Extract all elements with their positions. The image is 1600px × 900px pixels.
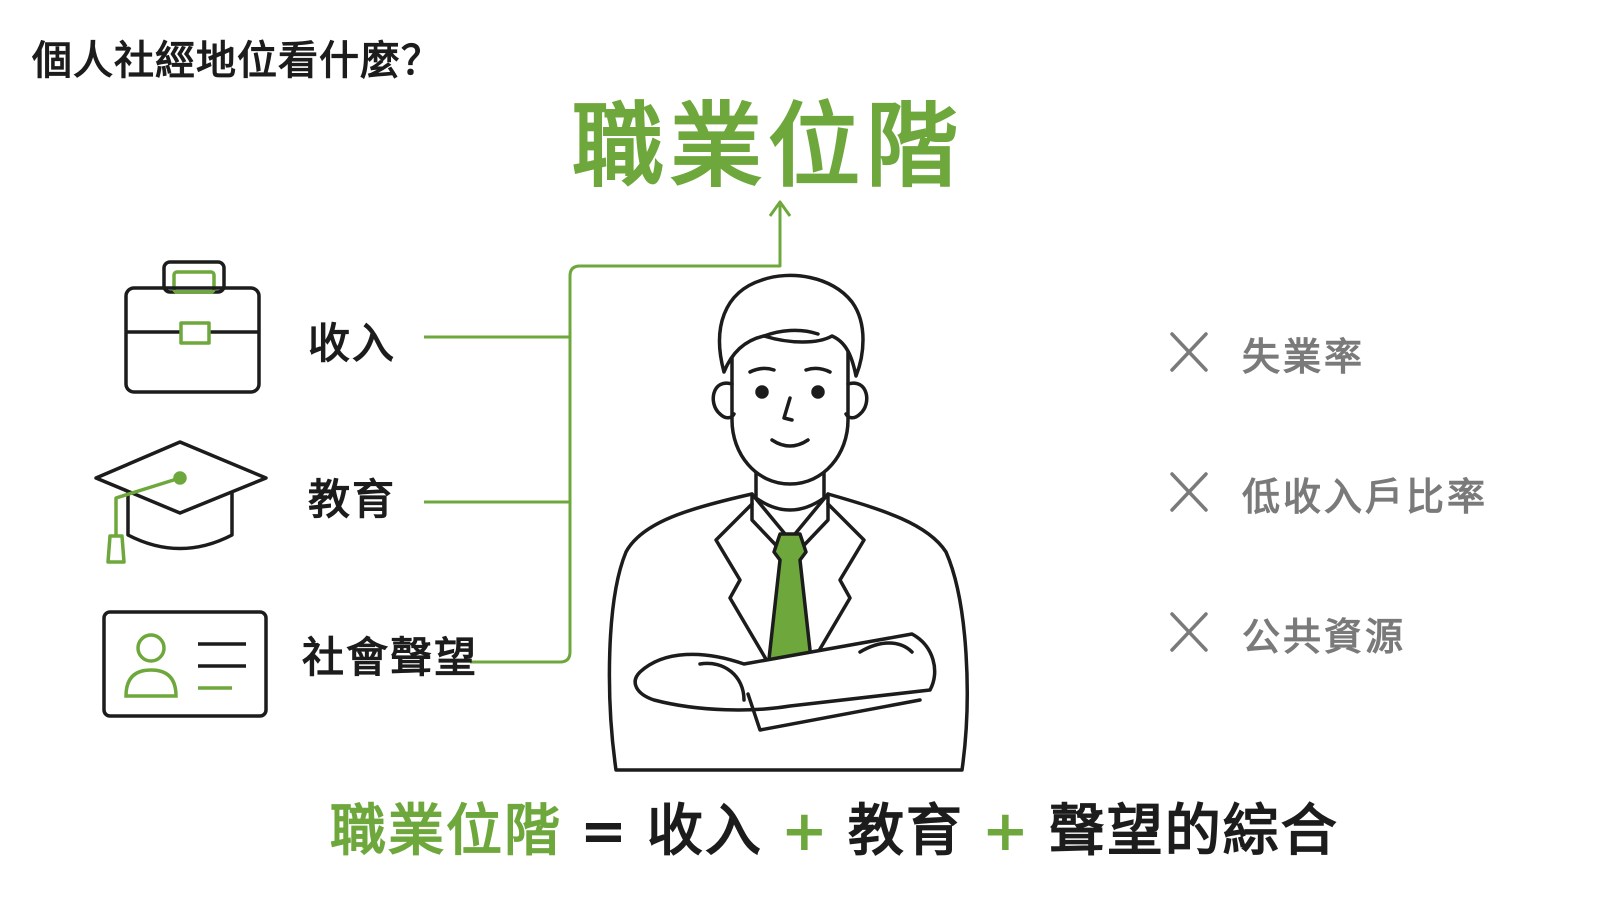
formula-prestige: 聲望的綜合: [1048, 799, 1339, 864]
factor-prestige-label: 社會聲望: [302, 633, 479, 682]
x-mark-icon: [1170, 612, 1208, 652]
connector-prestige: [470, 205, 782, 664]
connector-lines: [424, 200, 792, 664]
excluded-unemployment-label: 失業率: [1242, 335, 1366, 379]
factor-income-label: 收入: [308, 319, 397, 368]
arrow-head: [768, 200, 792, 217]
formula-income: 收入: [646, 799, 763, 864]
formula-plus-1: +: [780, 799, 830, 864]
briefcase-icon: [124, 260, 261, 394]
graduation-cap-icon: [94, 440, 268, 564]
x-mark-icon: [1170, 472, 1208, 512]
factor-education-label: 教育: [308, 475, 397, 524]
formula: 職業位階 = 收入 + 教育 + 聲望的綜合: [330, 786, 1339, 867]
formula-plus-2: +: [981, 799, 1031, 864]
formula-equals: =: [580, 799, 629, 864]
id-card-icon: [102, 610, 268, 718]
excluded-low-income-label: 低收入戶比率: [1242, 475, 1489, 519]
formula-term: 職業位階: [330, 799, 562, 864]
formula-education: 教育: [847, 799, 964, 864]
businessman-icon: [607, 273, 969, 772]
page-title: 個人社經地位看什麼？: [32, 38, 442, 84]
main-heading: 職業位階: [572, 93, 965, 200]
x-mark-icon: [1170, 332, 1208, 372]
excluded-public-resources-label: 公共資源: [1242, 615, 1407, 659]
